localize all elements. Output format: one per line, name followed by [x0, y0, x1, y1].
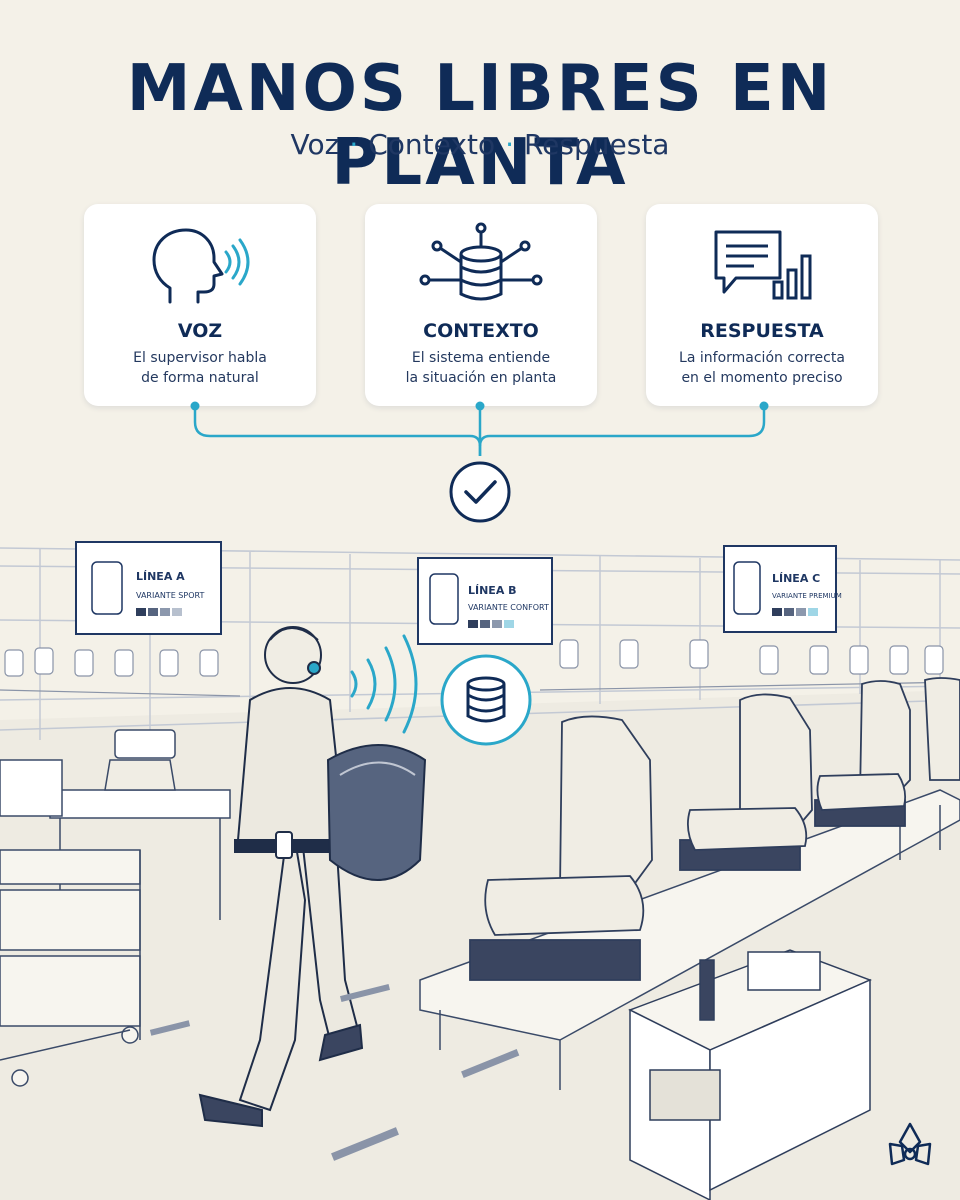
- car-seat: [469, 715, 653, 981]
- supervisor-figure: [198, 626, 427, 1128]
- connector-dot: [475, 401, 485, 411]
- card-description-line: La información correcta: [679, 350, 845, 366]
- head-speaking-icon: [84, 222, 316, 314]
- supply-cart: [0, 759, 141, 1087]
- database-icon: [440, 654, 532, 746]
- subtitle-respuesta: Respuesta: [523, 128, 670, 161]
- card-contexto: CONTEXTO El sistema entiende la situació…: [365, 204, 597, 406]
- card-respuesta: RESPUESTA La información correcta en el …: [646, 204, 878, 406]
- card-description-line: El sistema entiende: [411, 350, 551, 366]
- line-sign-b: LÍNEA B VARIANTE CONFORT: [417, 557, 553, 645]
- subtitle-separator: ·: [505, 128, 514, 161]
- voice-waves-icon: [350, 634, 418, 734]
- card-title: VOZ: [177, 320, 223, 342]
- subtitle-voz: Voz: [290, 128, 340, 161]
- chat-chart-icon: [646, 222, 878, 314]
- card-description-line: en el momento preciso: [681, 370, 843, 386]
- line-sign-c: LÍNEA C VARIANTE PREMIUM: [723, 545, 842, 633]
- database-network-icon: [365, 222, 597, 314]
- card-description: El sistema entiende la situación en plan…: [375, 348, 587, 388]
- tool-table: [628, 949, 872, 1200]
- card-description-line: la situación en planta: [405, 370, 557, 386]
- subtitle-contexto: Contexto: [368, 128, 496, 161]
- connector-dot: [190, 401, 200, 411]
- card-description-line: de forma natural: [141, 370, 259, 386]
- sign-variant-label: VARIANTE SPORT: [136, 591, 204, 600]
- card-title: RESPUESTA: [700, 320, 824, 342]
- check-icon: [449, 461, 511, 523]
- card-title: CONTEXTO: [423, 320, 539, 342]
- subtitle-separator: ·: [349, 128, 359, 161]
- card-description: El supervisor habla de forma natural: [94, 348, 306, 388]
- connector-lines: [190, 401, 769, 523]
- card-voz: VOZ El supervisor habla de forma natural: [84, 204, 316, 406]
- car-seat: [924, 677, 960, 781]
- car-seat: [679, 693, 813, 871]
- sign-line-label: LÍNEA B: [468, 584, 517, 597]
- card-description: La información correcta en el momento pr…: [656, 348, 868, 388]
- subtitle: Voz · Contexto · Respuesta: [0, 128, 960, 161]
- factory-scene: LÍNEA A VARIANTE SPORT LÍNEA B VARIANTE …: [0, 541, 960, 1200]
- line-sign-a: LÍNEA A VARIANTE SPORT: [75, 541, 222, 635]
- sign-variant-label: VARIANTE CONFORT: [468, 603, 549, 612]
- connector-dot: [759, 401, 769, 411]
- brand-logo-icon: [888, 1122, 932, 1166]
- card-description-line: El supervisor habla: [133, 350, 267, 366]
- car-seat: [814, 680, 911, 827]
- sign-line-label: LÍNEA A: [136, 570, 185, 583]
- page-title: MANOS LIBRES EN PLANTA: [126, 52, 834, 200]
- sign-variant-label: VARIANTE PREMIUM: [772, 592, 842, 600]
- sign-line-label: LÍNEA C: [772, 572, 820, 585]
